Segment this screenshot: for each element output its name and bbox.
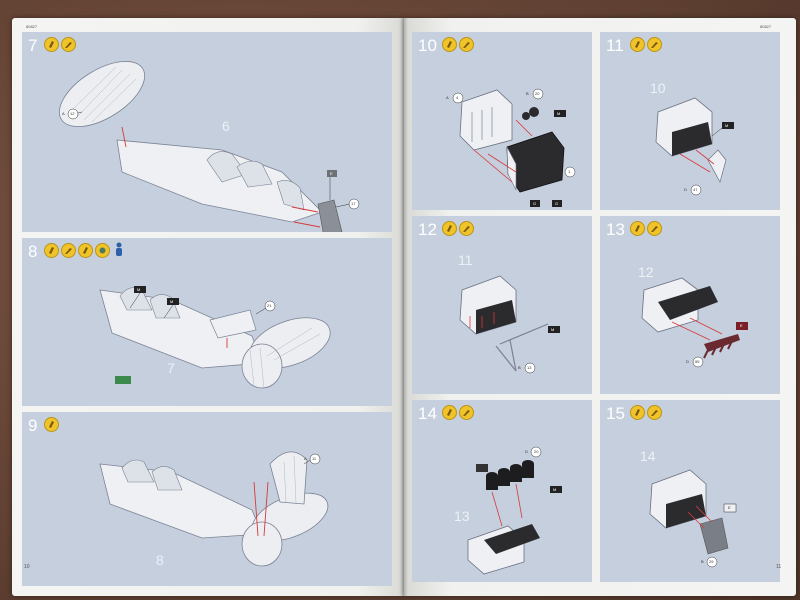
right-page: 80827 10: [404, 18, 796, 596]
glue-icon: [442, 405, 457, 420]
step-10-drawing: [452, 88, 576, 207]
paint-brush-icon: [459, 221, 474, 236]
callout: 47: [693, 187, 698, 192]
step-12-panel: 12 11 M B 13: [412, 216, 592, 394]
decal-icon: [95, 243, 110, 258]
glue-icon: [44, 37, 59, 52]
part-label: 7: [167, 360, 175, 376]
callout: 11: [312, 456, 317, 461]
instruction-booklet: 80827 7: [12, 18, 796, 596]
glue-icon: [630, 221, 645, 236]
callout: M: [557, 111, 561, 116]
step-14-drawing: [467, 446, 562, 575]
flag-label: E: [330, 171, 333, 176]
step-number: 10: [418, 36, 437, 55]
page-number: 10: [24, 564, 30, 570]
paint-brush-icon: [647, 37, 662, 52]
step-number: 12: [418, 220, 437, 239]
part-label: 12: [638, 264, 654, 280]
step-13-panel: 13 12 E D 55: [600, 216, 780, 394]
callout: 20: [535, 91, 540, 96]
part-label: 11: [458, 252, 473, 268]
callout: M: [170, 299, 174, 304]
callout: D: [684, 187, 687, 192]
callout: 12: [70, 111, 75, 116]
callout: B: [526, 91, 529, 96]
part-label: 8: [156, 552, 164, 568]
step-7-panel: 7: [22, 32, 392, 232]
step-number: 15: [606, 404, 625, 423]
step-7-drawing: [58, 61, 360, 232]
step-9-drawing: [99, 451, 329, 567]
callout: E: [740, 323, 743, 328]
step-11-panel: 11 10 M D 47: [600, 32, 780, 210]
callout: 1: [568, 169, 571, 174]
step-14-panel: 14 13 D 20 M: [412, 400, 592, 582]
callout: G: [533, 201, 537, 206]
callout: M: [551, 327, 555, 332]
step-10-panel: 10: [412, 32, 592, 210]
step-number: 8: [28, 242, 38, 261]
paint-brush-icon: [647, 221, 662, 236]
callout: B: [518, 365, 521, 370]
paint-brush-icon: [459, 405, 474, 420]
step-number: 11: [606, 36, 624, 55]
callout: A: [446, 95, 449, 100]
callout: M: [725, 123, 729, 128]
callout: 29: [709, 559, 714, 564]
glue-icon: [442, 221, 457, 236]
callout: A: [62, 111, 65, 116]
page-code: 80827: [26, 24, 38, 29]
step-15-drawing: [649, 469, 737, 568]
step-number: 13: [606, 220, 625, 239]
figure-icon: [114, 242, 124, 258]
callout: 20: [534, 449, 539, 454]
callout: 17: [351, 201, 356, 206]
callout: E: [728, 505, 731, 510]
callout: 21: [267, 303, 272, 308]
callout: 4: [456, 95, 459, 100]
glue-icon: [630, 405, 645, 420]
step-8-drawing: [99, 286, 331, 389]
glue-icon: [442, 37, 457, 52]
step-8-panel: 8: [22, 238, 392, 406]
callout: 55: [695, 359, 700, 364]
callout: 13: [527, 365, 532, 370]
callout: M: [553, 487, 557, 492]
paint-brush-icon: [61, 37, 76, 52]
callout: M: [137, 287, 141, 292]
step-number: 14: [418, 404, 437, 423]
step-12-drawing: [459, 275, 560, 374]
callout: D: [686, 359, 689, 364]
part-label: 13: [454, 508, 470, 524]
step-9-panel: 9 8: [22, 412, 392, 586]
step-15-panel: 15 14 E B 29: [600, 400, 780, 582]
callout: A: [560, 169, 563, 174]
glue-icon: [44, 417, 59, 432]
part-label: 14: [640, 448, 656, 464]
glue-icon: [630, 37, 645, 52]
paint-brush-icon: [61, 243, 76, 258]
left-page: 80827 7: [12, 18, 404, 596]
callout: D: [525, 449, 528, 454]
page-code: 80827: [760, 24, 772, 29]
paint-brush-icon: [647, 405, 662, 420]
booklet-spine: [400, 18, 408, 596]
callout: B: [701, 559, 704, 564]
part-label: 6: [222, 118, 230, 134]
callout: G: [555, 201, 559, 206]
glue-icon: [78, 243, 93, 258]
glue-icon: [44, 243, 59, 258]
step-11-drawing: [655, 97, 734, 196]
page-number: 11: [776, 564, 782, 570]
callout: A: [304, 456, 307, 461]
step-number: 7: [28, 36, 38, 55]
part-label: 10: [650, 80, 666, 96]
step-13-drawing: [641, 277, 748, 368]
step-number: 9: [28, 416, 38, 435]
paint-brush-icon: [459, 37, 474, 52]
